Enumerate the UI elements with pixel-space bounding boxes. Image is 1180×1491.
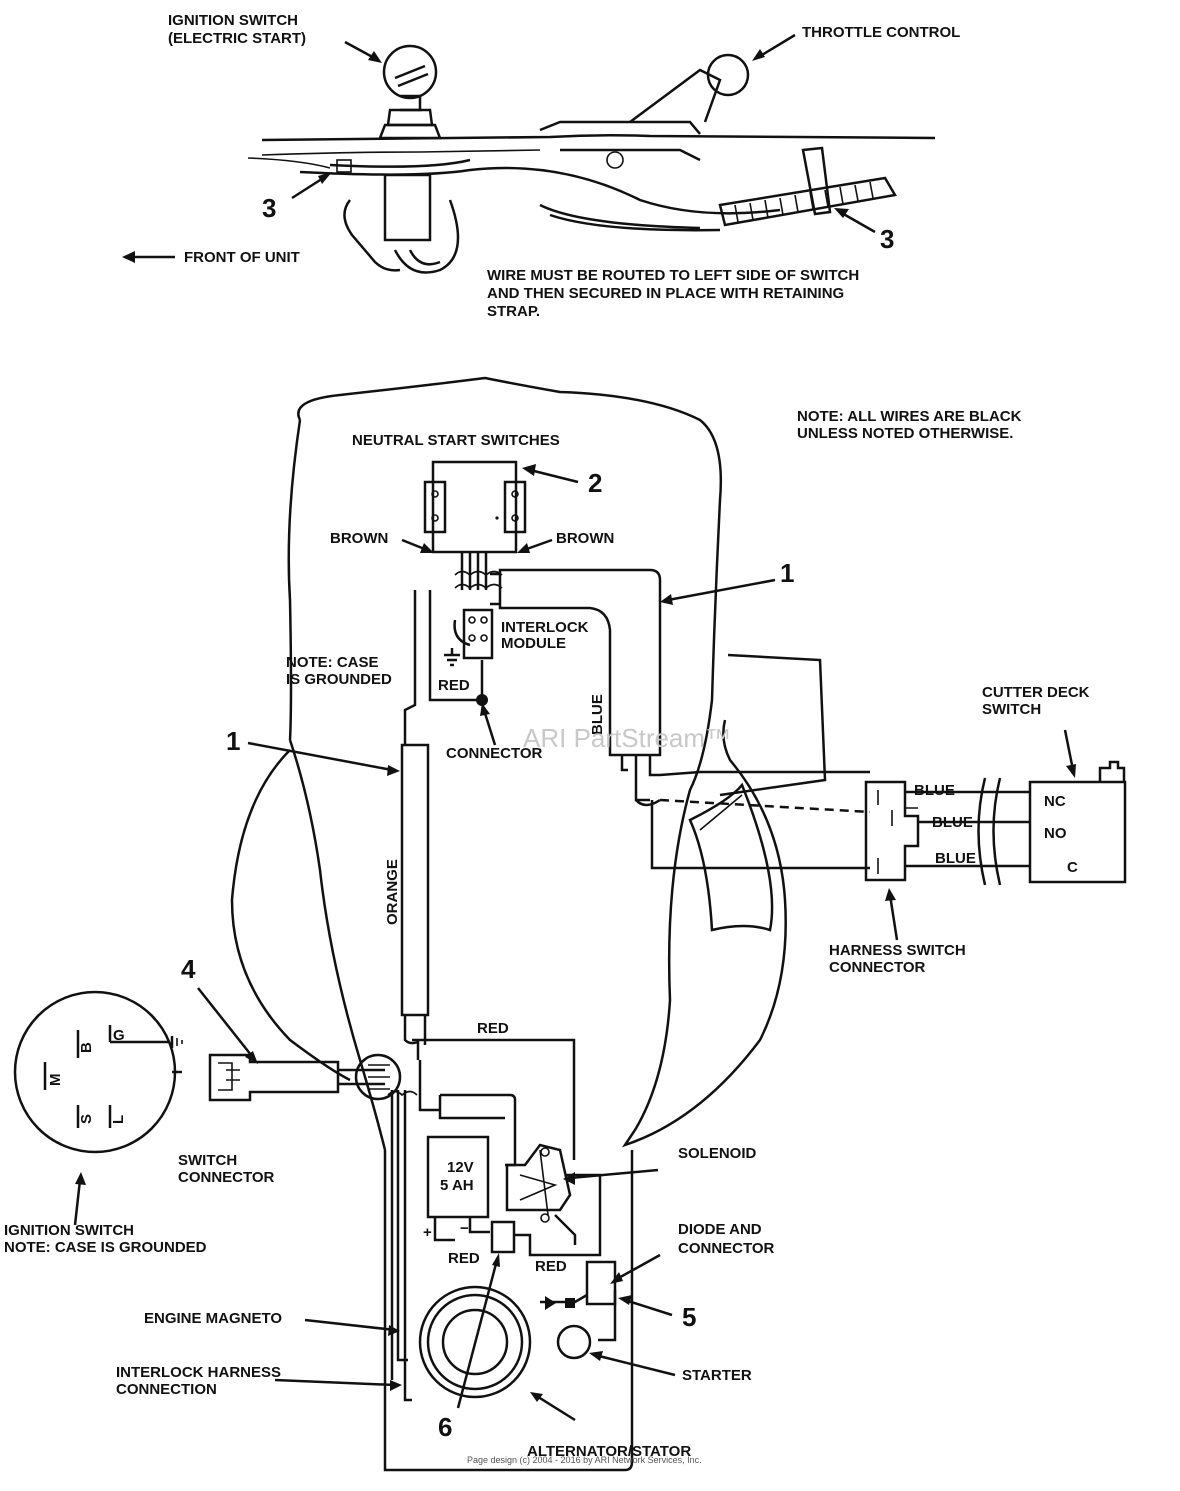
throttle-control-label: THROTTLE CONTROL: [802, 24, 960, 41]
engine-outline: [230, 376, 827, 1472]
red-label-interlock: RED: [438, 677, 470, 694]
cutter-deck-switch-label-2: SWITCH: [982, 701, 1041, 718]
main-arrows: [73, 464, 776, 1226]
red-label-top: RED: [477, 1020, 509, 1037]
callout-6: 6: [438, 1412, 452, 1442]
diode-starter-alternator: [274, 1253, 676, 1422]
note-wires-line-1: NOTE: ALL WIRES ARE BLACK: [797, 408, 1022, 425]
callout-5: 5: [682, 1302, 696, 1332]
brown-label-left: BROWN: [330, 530, 388, 547]
harness-switch-connector-label-1: HARNESS SWITCH: [829, 942, 966, 959]
ignition-terminal-l: L: [110, 1115, 127, 1124]
ignition-switch-note-2: NOTE: CASE IS GROUNDED: [4, 1239, 207, 1256]
switch-connector-label-1: SWITCH: [178, 1152, 237, 1169]
battery-solenoid: [426, 1135, 659, 1257]
connector-label: CONNECTOR: [446, 745, 543, 762]
battery-plus: +: [423, 1224, 432, 1241]
watermark: ARI PartStream™: [523, 723, 731, 753]
battery-label-2: 5 AH: [440, 1177, 474, 1194]
wire-note-line-3: STRAP.: [487, 303, 540, 320]
wire-note-line-1: WIRE MUST BE ROUTED TO LEFT SIDE OF SWIT…: [487, 267, 859, 284]
ignition-switch-label-2: (ELECTRIC START): [168, 30, 306, 47]
ignition-terminal-s: S: [78, 1114, 95, 1124]
callout-3-right: 3: [880, 224, 894, 254]
blue-label-c: BLUE: [935, 850, 976, 867]
ignition-terminal-m: M: [47, 1074, 64, 1087]
neutral-start-switches: [423, 460, 527, 554]
blue-label-nc: BLUE: [914, 782, 955, 799]
interlock-wiring: [387, 552, 871, 1402]
callout-2: 2: [588, 468, 602, 498]
red-label-battery: RED: [448, 1250, 480, 1267]
solenoid-label: SOLENOID: [678, 1145, 757, 1162]
cutter-deck-section: [864, 729, 1127, 941]
note-wires-line-2: UNLESS NOTED OTHERWISE.: [797, 425, 1013, 442]
cutter-deck-switch-label-1: CUTTER DECK: [982, 684, 1090, 701]
callout-1-upper: 1: [780, 558, 794, 588]
front-of-unit-label: FRONT OF UNIT: [184, 249, 300, 266]
blue-label-conduit: BLUE: [589, 694, 606, 735]
switch-connector-label-2: CONNECTOR: [178, 1169, 275, 1186]
diode-connector-label-1: DIODE AND: [678, 1221, 762, 1238]
callout-4: 4: [181, 954, 196, 984]
callout-3-left: 3: [262, 193, 276, 223]
switch-connector: [197, 987, 402, 1102]
alternator-stator-label: ALTERNATOR/STATOR: [527, 1443, 691, 1460]
blue-label-no: BLUE: [932, 814, 973, 831]
note-case-line-1: NOTE: CASE: [286, 654, 379, 671]
neutral-start-switches-label: NEUTRAL START SWITCHES: [352, 432, 560, 449]
harness-switch-connector-label-2: CONNECTOR: [829, 959, 926, 976]
note-case-line-2: IS GROUNDED: [286, 671, 392, 688]
orange-label: ORANGE: [384, 859, 401, 925]
interlock-module-label-1: INTERLOCK: [501, 619, 589, 636]
top-labels: IGNITION SWITCH (ELECTRIC START) THROTTL…: [168, 12, 960, 320]
terminal-nc: NC: [1044, 793, 1066, 810]
battery-label-1: 12V: [447, 1159, 474, 1176]
callout-1-lower: 1: [226, 726, 240, 756]
interlock-harness-label-1: INTERLOCK HARNESS: [116, 1364, 281, 1381]
main-labels: NOTE: ALL WIRES ARE BLACK UNLESS NOTED O…: [4, 408, 1090, 1460]
battery-minus: −: [460, 1220, 469, 1237]
interlock-module-label-2: MODULE: [501, 635, 566, 652]
starter-label: STARTER: [682, 1367, 752, 1384]
wire-note-line-2: AND THEN SECURED IN PLACE WITH RETAINING: [487, 285, 844, 302]
ignition-switch: [13, 990, 183, 1154]
red-label-solenoid: RED: [535, 1258, 567, 1275]
terminal-no: NO: [1044, 825, 1067, 842]
engine-magneto-label: ENGINE MAGNETO: [144, 1310, 282, 1327]
ignition-switch-label-1: IGNITION SWITCH: [168, 12, 298, 29]
diode-connector-label-2: CONNECTOR: [678, 1240, 775, 1257]
top-illustration: [122, 33, 936, 274]
ignition-switch-note-1: IGNITION SWITCH: [4, 1222, 134, 1239]
footer-copyright: Page design (c) 2004 - 2016 by ARI Netwo…: [467, 1455, 702, 1465]
ignition-terminal-g: G: [113, 1027, 125, 1044]
brown-label-right: BROWN: [556, 530, 614, 547]
interlock-harness-label-2: CONNECTION: [116, 1381, 217, 1398]
terminal-c: C: [1067, 859, 1078, 876]
ignition-terminal-b: B: [78, 1042, 95, 1053]
